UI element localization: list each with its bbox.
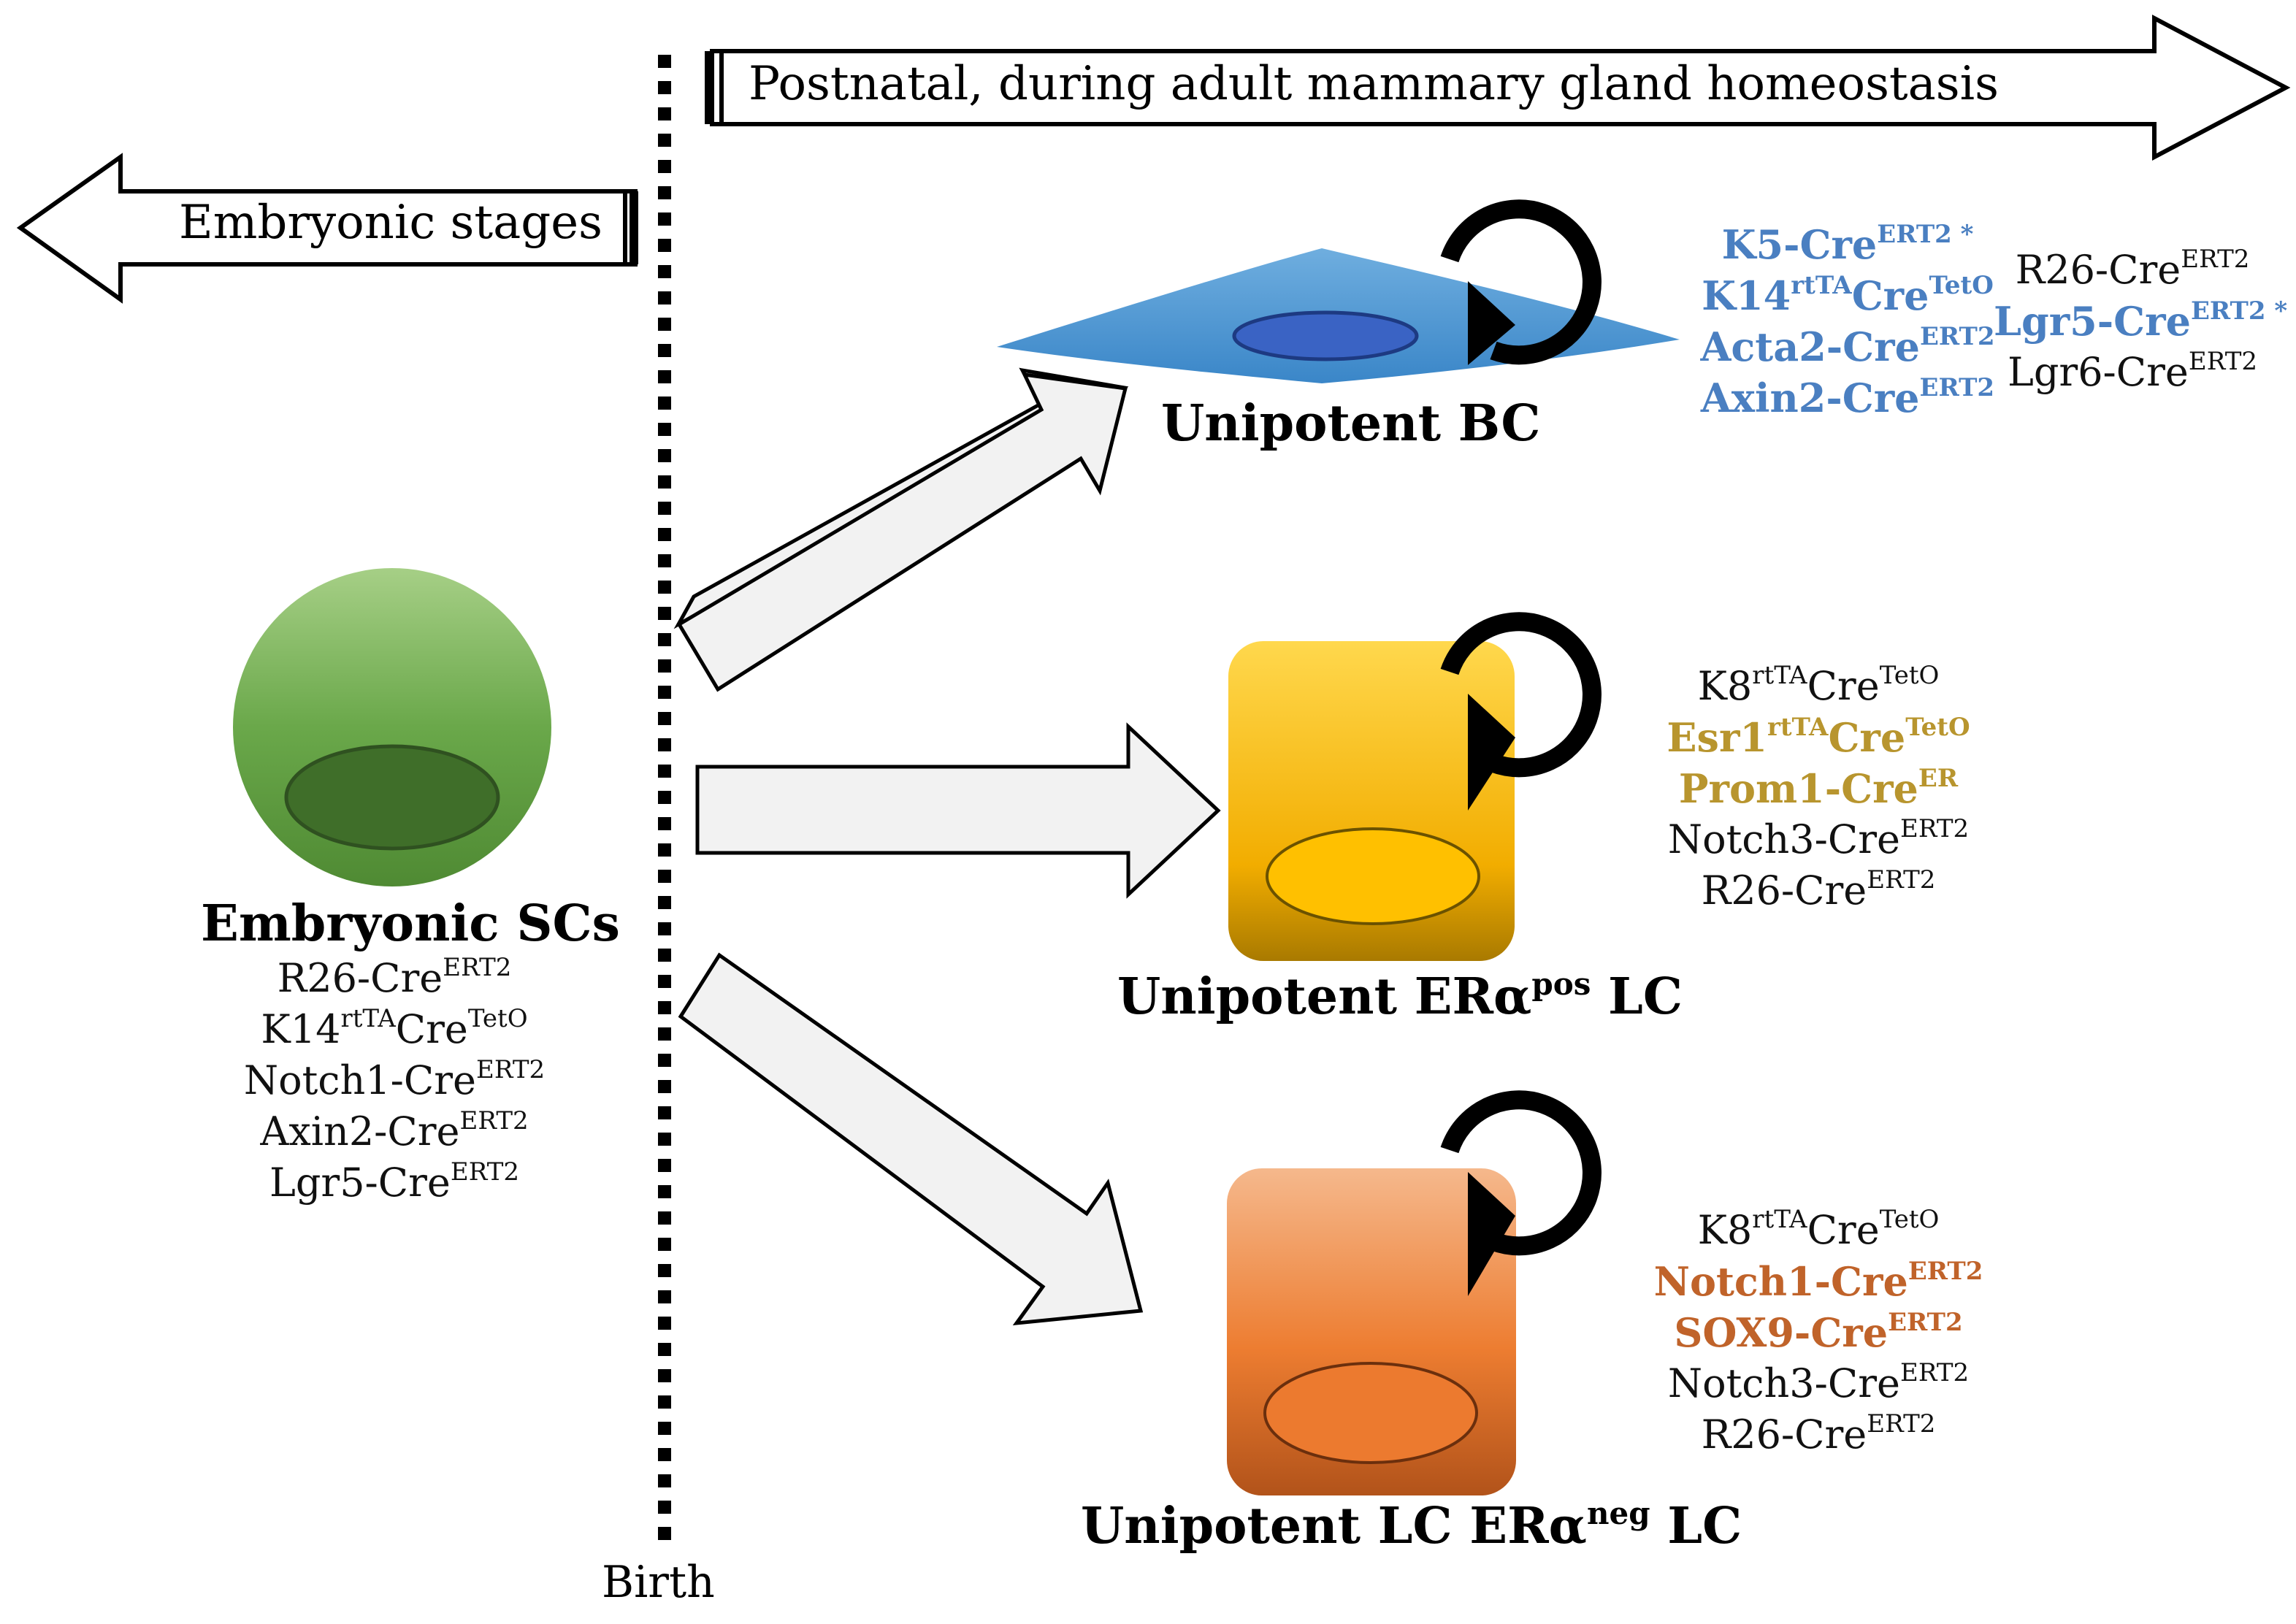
marker-item: R26-CreERT2 — [1701, 1409, 1936, 1458]
er-neg-title: Unipotent LC ERαneg LC — [1081, 1495, 1742, 1555]
self-renewal-arrow-er-pos-icon — [1440, 612, 1602, 811]
embryonic-arrow — [16, 153, 638, 304]
marker-item: Notch3-CreERT2 — [1667, 814, 1970, 862]
marker-item: Acta2-CreERT2 — [1700, 322, 1995, 370]
arrow-to-er-neg — [678, 952, 1144, 1326]
marker-item: Axin2-CreERT2 — [260, 1106, 529, 1154]
embryonic-sc-nucleus — [284, 744, 500, 851]
er-pos-title: Unipotent ERαpos LC — [1117, 966, 1683, 1026]
er-pos-marker-list: K8rtTACreTetO Esr1rtTACreTetO Prom1-CreE… — [1650, 661, 1986, 916]
marker-item: R26-CreERT2 — [1701, 865, 1936, 914]
basal-marker-list-right: R26-CreERT2 Lgr5-CreERT2 * Lgr6-CreERT2 — [1994, 245, 2288, 398]
marker-item: K8rtTACreTetO — [1697, 1205, 1940, 1253]
marker-item: Notch3-CreERT2 — [1667, 1358, 1970, 1406]
embryonic-sc-title: Embryonic SCs — [201, 895, 620, 953]
marker-item: Axin2-CreERT2 — [1700, 373, 1995, 421]
marker-item: K14rtTACreTetO — [261, 1004, 528, 1052]
self-renewal-arrow-basal-icon — [1440, 199, 1602, 365]
basal-nucleus — [1232, 310, 1419, 361]
er-pos-cell — [1228, 641, 1515, 961]
marker-item: R26-CreERT2 — [277, 953, 512, 1001]
marker-item: K14rtTACreTetO — [1702, 271, 1994, 319]
basal-marker-list-left: K5-CreERT2 * K14rtTACreTetO Acta2-CreERT… — [1680, 219, 2016, 424]
marker-item: Lgr6-CreERT2 — [2007, 347, 2258, 395]
er-neg-marker-list: K8rtTACreTetO Notch1-CreERT2 SOX9-CreERT… — [1650, 1205, 1986, 1460]
marker-item: K5-CreERT2 * — [1721, 220, 1974, 268]
marker-item: Lgr5-CreERT2 * — [1994, 296, 2288, 345]
arrow-to-basal — [673, 367, 1129, 692]
postnatal-arrow — [705, 15, 2291, 161]
marker-item: Lgr5-CreERT2 — [269, 1157, 520, 1206]
postnatal-label: Postnatal, during adult mammary gland ho… — [749, 57, 1999, 111]
marker-item: Notch1-CreERT2 — [1653, 1257, 1983, 1305]
marker-item: Notch1-CreERT2 — [243, 1055, 546, 1103]
marker-item: SOX9-CreERT2 — [1674, 1308, 1963, 1356]
marker-item: K8rtTACreTetO — [1697, 661, 1940, 709]
marker-item: R26-CreERT2 — [2015, 245, 2250, 293]
embryonic-sc-cell — [233, 568, 551, 886]
arrow-to-er-pos — [695, 722, 1221, 899]
marker-item: Esr1rtTACreTetO — [1666, 713, 1970, 761]
er-neg-nucleus — [1263, 1362, 1478, 1464]
er-neg-cell — [1227, 1168, 1516, 1495]
marker-item: Prom1-CreER — [1678, 764, 1959, 812]
self-renewal-arrow-er-neg-icon — [1440, 1090, 1602, 1296]
birth-label: Birth — [602, 1557, 715, 1608]
embryonic-label: Embryonic stages — [179, 196, 602, 250]
basal-title: Unipotent BC — [1161, 394, 1541, 453]
er-pos-nucleus — [1266, 827, 1480, 925]
embryonic-marker-list: R26-CreERT2 K14rtTACreTetO Notch1-CreERT… — [219, 953, 570, 1209]
